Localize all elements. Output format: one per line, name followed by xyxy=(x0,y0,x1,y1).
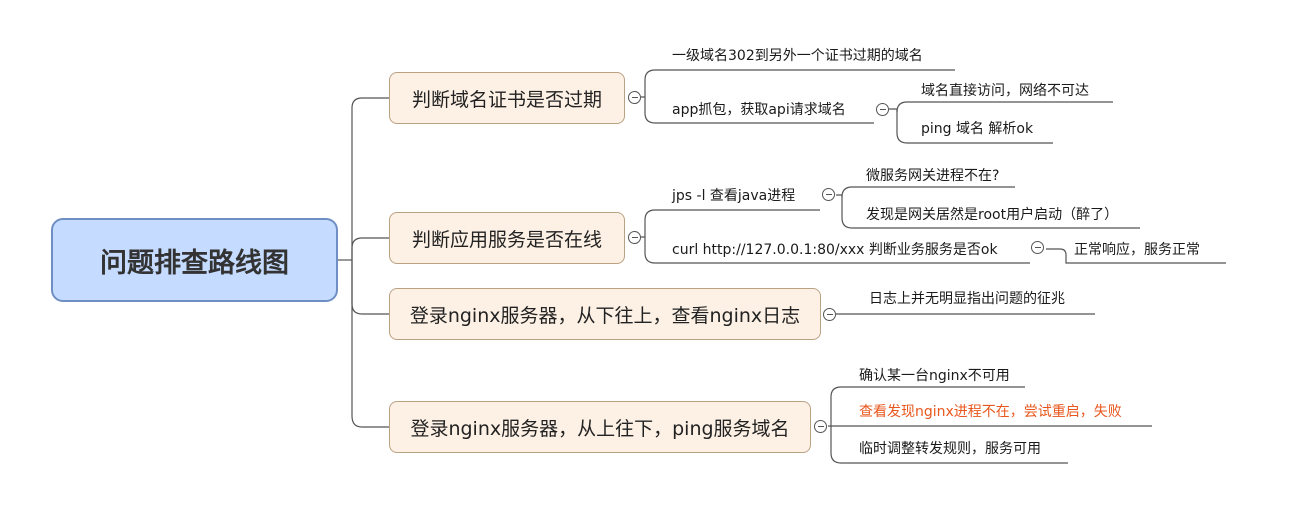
collapse-icon[interactable] xyxy=(628,91,641,104)
topic-jps[interactable]: jps -l 查看java进程 xyxy=(672,188,796,204)
branch-nginx-ping[interactable]: 登录nginx服务器，从上往下，ping服务域名 xyxy=(389,401,811,453)
topic-log-no-sign[interactable]: 日志上并无明显指出问题的征兆 xyxy=(869,291,1065,307)
branch-nginx-log[interactable]: 登录nginx服务器，从下往上，查看nginx日志 xyxy=(389,288,821,340)
topic-app-capture[interactable]: app抓包，获取api请求域名 xyxy=(672,102,846,118)
collapse-icon[interactable] xyxy=(822,188,835,201)
topic-nginx-restart-failed[interactable]: 查看发现nginx进程不在，尝试重启，失败 xyxy=(859,404,1122,420)
topic-nginx-unavailable[interactable]: 确认某一台nginx不可用 xyxy=(859,368,1010,384)
collapse-icon[interactable] xyxy=(1031,241,1044,254)
topic-gateway-missing[interactable]: 微服务网关进程不在? xyxy=(866,168,1000,184)
collapse-icon[interactable] xyxy=(876,103,889,116)
root-topic[interactable]: 问题排查路线图 xyxy=(51,218,338,302)
branch-app-service[interactable]: 判断应用服务是否在线 xyxy=(389,212,625,264)
collapse-icon[interactable] xyxy=(628,231,641,244)
topic-adjust-forwarding[interactable]: 临时调整转发规则，服务可用 xyxy=(859,441,1041,457)
collapse-icon[interactable] xyxy=(823,308,836,321)
topic-redirect-302[interactable]: 一级域名302到另外一个证书过期的域名 xyxy=(672,48,923,64)
topic-domain-unreachable[interactable]: 域名直接访问，网络不可达 xyxy=(921,83,1089,99)
topic-service-normal[interactable]: 正常响应，服务正常 xyxy=(1074,242,1200,258)
collapse-icon[interactable] xyxy=(814,420,827,433)
branch-domain-cert[interactable]: 判断域名证书是否过期 xyxy=(389,72,625,124)
topic-curl-check[interactable]: curl http://127.0.0.1:80/xxx 判断业务服务是否ok xyxy=(672,242,998,258)
topic-gateway-root[interactable]: 发现是网关居然是root用户启动（醉了） xyxy=(866,207,1119,223)
topic-ping-ok[interactable]: ping 域名 解析ok xyxy=(921,121,1034,137)
